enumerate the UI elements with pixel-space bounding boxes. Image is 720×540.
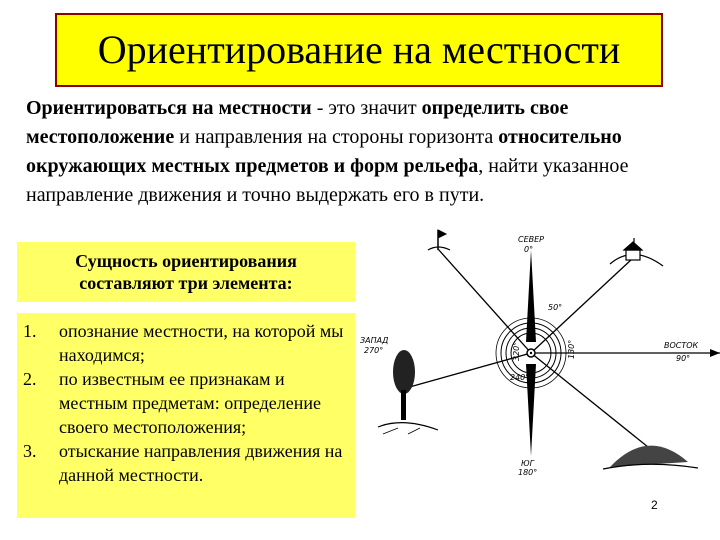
page-number: 2 bbox=[651, 498, 658, 512]
intro-bold-2: относительно окружающих местных предмето… bbox=[26, 126, 622, 177]
intro-paragraph: Ориентироваться на местности - это значи… bbox=[26, 94, 706, 210]
east-label: ВОСТОК bbox=[664, 341, 699, 350]
hill-icon bbox=[602, 445, 699, 470]
angle-label: 50° bbox=[548, 303, 562, 312]
flag-icon bbox=[427, 229, 451, 251]
slide-title: Ориентирование на местности bbox=[97, 27, 621, 72]
list-item: 3. отыскание направления движения на данн… bbox=[17, 439, 349, 487]
needle-north bbox=[526, 250, 536, 342]
north-degree: 0° bbox=[524, 245, 533, 254]
essence-line-1: Сущность ориентирования bbox=[75, 251, 297, 271]
ray-hill bbox=[530, 352, 649, 448]
elements-box: 1. опознание местности, на которой мы нах… bbox=[17, 313, 355, 518]
compass-rings bbox=[495, 317, 567, 389]
south-degree: 180° bbox=[518, 468, 537, 477]
compass-illustration: СЕВЕР 0° ЮГ 180° ВОСТОК 90° ЗАПАД 270° 5… bbox=[360, 229, 720, 477]
elements-list: 1. опознание местности, на которой мы нах… bbox=[17, 319, 349, 487]
list-item-text: отыскание направления движения на данной… bbox=[59, 441, 343, 485]
ray-house bbox=[530, 258, 633, 354]
tree-icon bbox=[377, 350, 439, 435]
angle-label: 320° bbox=[512, 342, 521, 361]
west-degree: 270° bbox=[364, 346, 383, 355]
house-icon bbox=[609, 238, 664, 267]
angle-label: 130° bbox=[567, 340, 576, 359]
list-item: 2. по известным ее признакам и местным пр… bbox=[17, 367, 349, 439]
list-item-number: 2. bbox=[23, 369, 37, 389]
list-item-text: по известным ее признакам и местным пред… bbox=[59, 369, 321, 437]
intro-text-3: , найти указанное направление движения и… bbox=[26, 155, 629, 206]
south-label: ЮГ bbox=[521, 459, 535, 468]
needle-south bbox=[526, 364, 536, 456]
intro-term: Ориентироваться на местности bbox=[26, 97, 312, 119]
essence-line-2: составляют три элемента: bbox=[79, 273, 293, 293]
list-item-number: 3. bbox=[23, 441, 37, 461]
north-label: СЕВЕР bbox=[518, 235, 544, 244]
intro-text-1: - это значит bbox=[311, 97, 422, 119]
ray-tree bbox=[405, 352, 532, 389]
angle-label: 240° bbox=[510, 373, 529, 382]
list-item-text: опознание местности, на которой мы наход… bbox=[59, 321, 344, 365]
essence-box: Сущность ориентирования составляют три э… bbox=[17, 242, 355, 302]
east-arrowhead bbox=[710, 349, 720, 357]
orientation-diagram: СЕВЕР 0° ЮГ 180° ВОСТОК 90° ЗАПАД 270° 5… bbox=[358, 222, 720, 522]
west-label: ЗАПАД bbox=[360, 336, 388, 345]
list-item: 1. опознание местности, на которой мы нах… bbox=[17, 319, 349, 367]
east-degree: 90° bbox=[676, 354, 690, 363]
intro-bold-1: определить свое местоположение bbox=[26, 97, 569, 148]
ray-flag bbox=[437, 248, 532, 354]
title-banner: Ориентирование на местности bbox=[55, 13, 663, 87]
intro-text-2: и направления на стороны горизонта bbox=[174, 126, 499, 148]
list-item-number: 1. bbox=[23, 321, 37, 341]
